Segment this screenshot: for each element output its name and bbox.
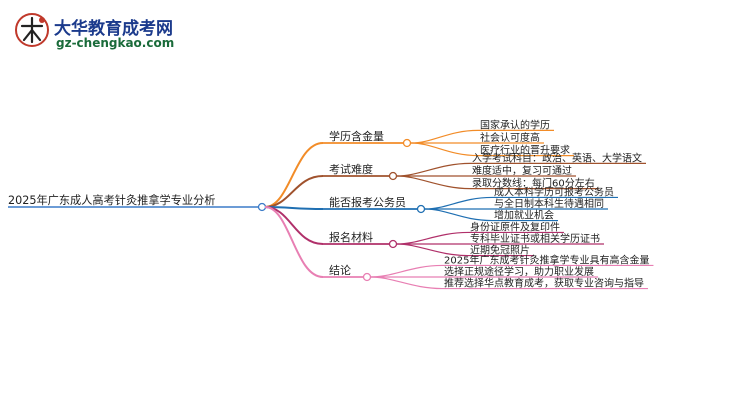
- child-label: 与全日制本科生待遇相同: [494, 197, 604, 210]
- branch-label: 学历含金量: [329, 129, 384, 143]
- child-label: 专科毕业证书或相关学历证书: [470, 232, 600, 245]
- branch-connector: [264, 175, 324, 208]
- child-label: 成人本科学历可报考公务员: [494, 185, 614, 198]
- branch-dot: [388, 239, 398, 249]
- root-node-label: 2025年广东成人高考针灸推拿学专业分析: [8, 193, 215, 207]
- branch-connector: [264, 142, 324, 208]
- logo-mascot-icon: [15, 13, 49, 47]
- child-connector: [410, 129, 479, 144]
- logo-url: gz-chengkao.com: [56, 36, 175, 50]
- branch-label: 能否报考公务员: [329, 195, 406, 209]
- logo: 大华教育成考网 gz-chengkao.com: [14, 12, 174, 52]
- branch-label: 报名材料: [329, 230, 373, 244]
- child-connector: [424, 196, 493, 210]
- child-connector: [396, 162, 471, 177]
- child-label: 推荐选择华点教育成考，获取专业咨询与指导: [444, 277, 644, 290]
- root-node-dot: [257, 202, 267, 212]
- child-connector: [370, 276, 443, 290]
- branch-connector: [264, 206, 324, 245]
- child-label: 入学考试科目：政治、英语、大学语文: [472, 151, 642, 164]
- child-label: 身份证原件及复印件: [470, 220, 560, 233]
- child-connector: [424, 208, 493, 222]
- child-label: 医疗行业的晋升要求: [480, 144, 570, 157]
- branch-connector: [264, 206, 324, 278]
- branch-label: 考试难度: [329, 162, 373, 176]
- child-label: 难度适中，复习可通过: [472, 164, 572, 177]
- child-label: 选择正规途径学习，助力职业发展: [444, 265, 594, 278]
- child-connector: [396, 231, 469, 245]
- child-label: 国家承认的学历: [480, 118, 550, 131]
- child-label: 近期免冠照片: [470, 244, 530, 257]
- branch-dot: [388, 171, 398, 181]
- branch-dot: [416, 204, 426, 214]
- branch-dot: [402, 138, 412, 148]
- child-connector: [396, 243, 469, 257]
- child-label: 录取分数线：每门60分左右: [472, 177, 595, 190]
- child-label: 2025年广东成考针灸推拿学专业具有高含金量: [444, 253, 649, 266]
- branch-dot: [362, 272, 372, 282]
- child-connector: [410, 142, 479, 157]
- child-label: 社会认可度高: [480, 131, 540, 144]
- child-connector: [396, 175, 471, 190]
- child-label: 增加就业机会: [494, 209, 554, 222]
- logo-title: 大华教育成考网: [54, 19, 173, 39]
- branch-label: 结论: [329, 263, 351, 277]
- child-connector: [370, 264, 443, 278]
